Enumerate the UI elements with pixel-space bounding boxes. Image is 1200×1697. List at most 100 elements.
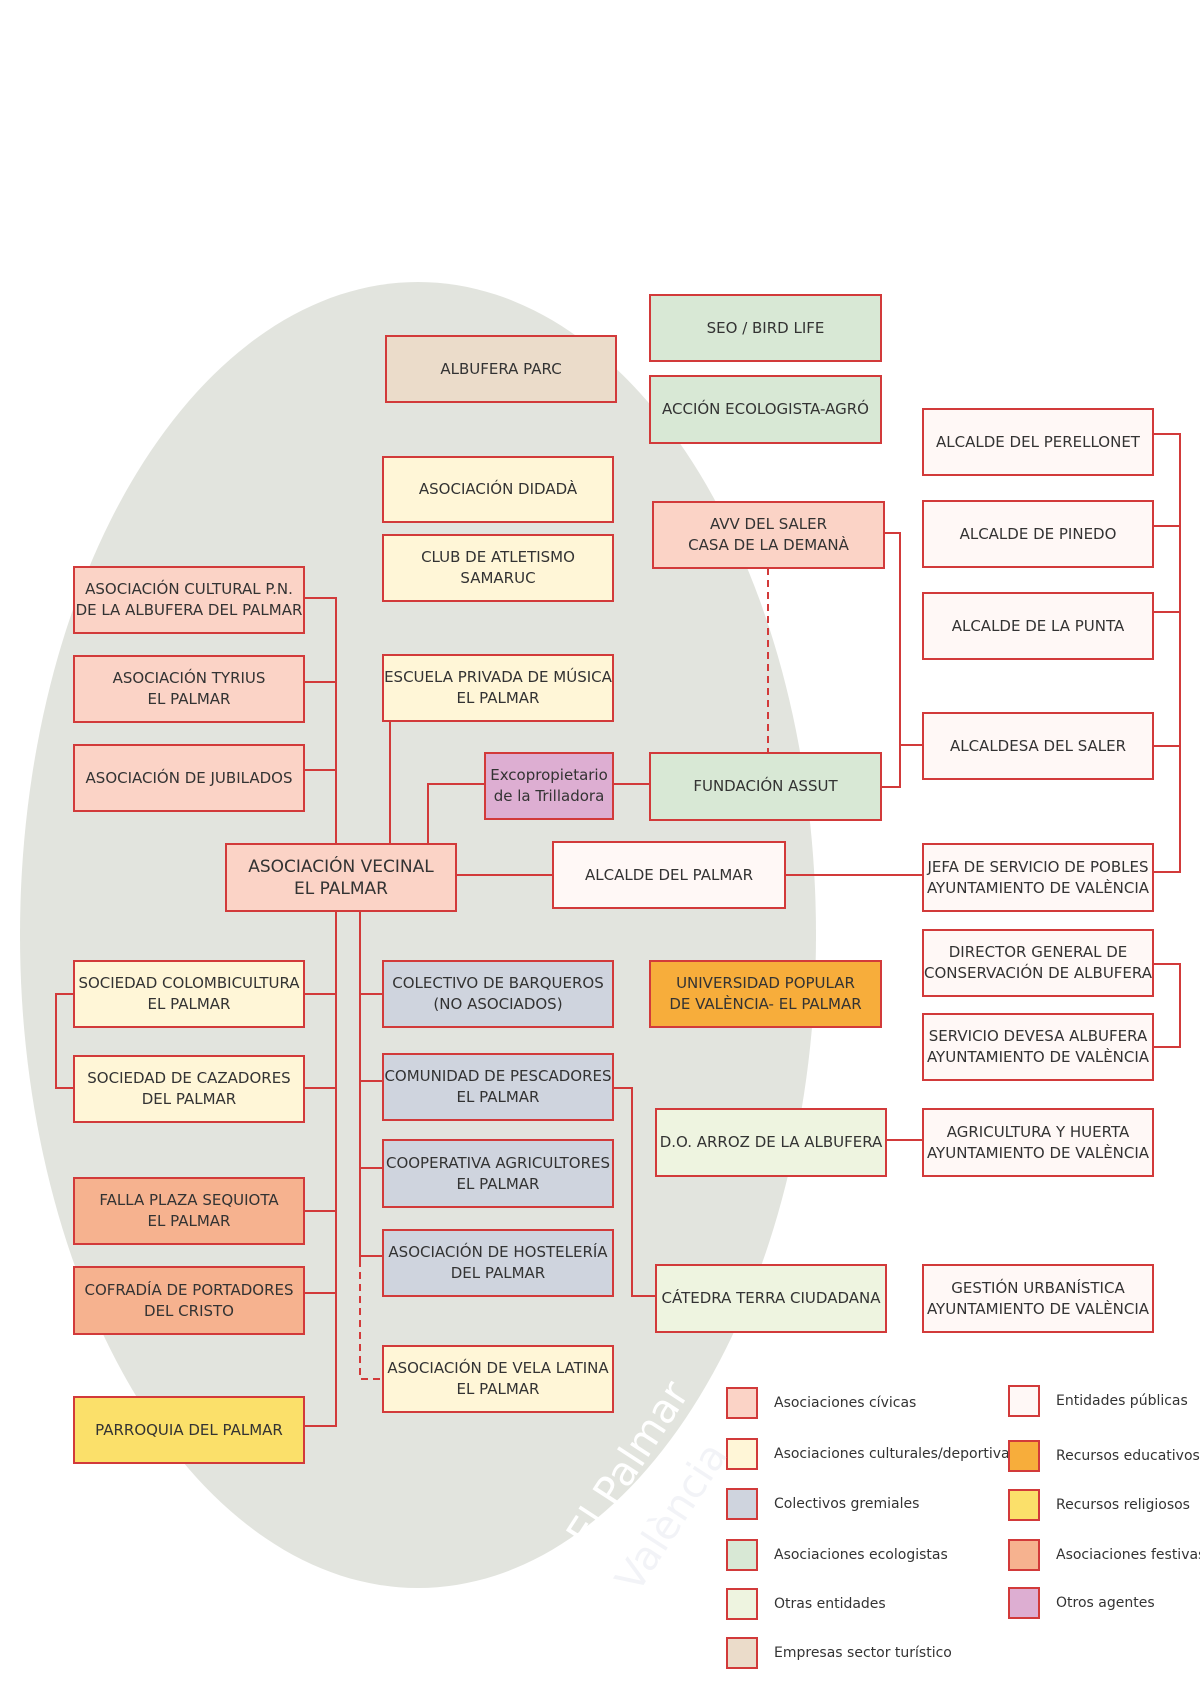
node-gestion-urbanistica: GESTIÓN URBANÍSTICA AYUNTAMIENTO DE VALÈN… <box>922 1264 1154 1333</box>
node-parroquia: PARROQUIA DEL PALMAR <box>73 1396 305 1464</box>
node-label-line: ASOCIACIÓN TYRIUS <box>112 669 266 687</box>
node-label-line: ASOCIACIÓN DE HOSTELERÍA <box>388 1243 608 1261</box>
legend-swatch <box>726 1438 758 1470</box>
connector-line <box>880 532 901 788</box>
node-label-line: AYUNTAMIENTO DE VALÈNCIA <box>926 1299 1150 1318</box>
node-alcalde-palmar: ALCALDE DEL PALMAR <box>552 841 786 909</box>
legend-item-turis: Empresas sector turístico <box>726 1635 952 1671</box>
legend-swatch <box>1008 1539 1040 1571</box>
legend-item-relig: Recursos religiosos <box>1008 1487 1190 1523</box>
node-label-line: SOCIEDAD COLOMBICULTURA <box>78 974 300 992</box>
node-alcalde-perellonet: ALCALDE DEL PERELLONET <box>922 408 1154 476</box>
node-label-line: DE VALÈNCIA- EL PALMAR <box>669 995 862 1013</box>
node-seo-bird-life: SEO / BIRD LIFE <box>649 294 882 362</box>
node-label-line: EL PALMAR <box>147 690 231 708</box>
node-label-line: SEO / BIRD LIFE <box>706 318 825 337</box>
node-excopropietario: Excopropietario de la Trilladora <box>484 752 614 820</box>
connector-line <box>303 910 337 1427</box>
legend-item-eco: Asociaciones ecologistas <box>726 1537 948 1573</box>
legend-item-gremial: Colectivos gremiales <box>726 1486 919 1522</box>
node-label-line: CASA DE LA DEMANÀ <box>688 536 849 554</box>
legend-label: Asociaciones ecologistas <box>774 1547 948 1563</box>
node-label-line: DE LA ALBUFERA DEL PALMAR <box>75 601 303 619</box>
legend-swatch <box>1008 1489 1040 1521</box>
node-cooperativa: COOPERATIVA AGRICULTORES EL PALMAR <box>382 1139 614 1208</box>
node-label-line: AVV DEL SALER <box>709 515 828 533</box>
connector-line <box>359 910 382 1260</box>
connector-line <box>614 1087 655 1297</box>
legend-label: Colectivos gremiales <box>774 1496 920 1512</box>
legend-label: Recursos religiosos <box>1056 1497 1190 1513</box>
node-label-line: COFRADÍA DE PORTADORES <box>84 1280 294 1299</box>
node-label-line: ALCALDE DEL PERELLONET <box>936 432 1140 451</box>
node-asoc-cultural-pn: ASOCIACIÓN CULTURAL P.N. DE LA ALBUFERA D… <box>73 566 305 634</box>
legend-label: Empresas sector turístico <box>774 1645 952 1661</box>
legend-swatch <box>726 1488 758 1520</box>
connector-line <box>55 993 73 1089</box>
connector-line <box>1152 433 1181 873</box>
node-label-line: (NO ASOCIADOS) <box>433 995 563 1013</box>
node-label-line: CONSERVACIÓN DE ALBUFERA <box>924 964 1152 982</box>
node-accion-ecologista: ACCIÓN ECOLOGISTA-AGRÓ <box>649 375 882 444</box>
node-label-line: UNIVERSIDAD POPULAR <box>676 974 855 992</box>
node-avv-saler: AVV DEL SALER CASA DE LA DEMANÀ <box>652 501 885 569</box>
connector-line <box>303 597 337 845</box>
dashed-line <box>359 1260 380 1380</box>
node-alcaldesa-saler: ALCALDESA DEL SALER <box>922 712 1154 780</box>
legend-item-cultural: Asociaciones culturales/deportivas <box>726 1436 1017 1472</box>
node-label-line: PARROQUIA DEL PALMAR <box>95 1420 283 1439</box>
node-label-line: ASOCIACIÓN VECINAL <box>248 856 434 877</box>
legend-swatch <box>726 1539 758 1571</box>
node-label-line: COOPERATIVA AGRICULTORES <box>385 1153 611 1172</box>
node-label-line: SERVICIO DEVESA ALBUFERA <box>928 1027 1148 1045</box>
legend-label: Asociaciones cívicas <box>774 1395 917 1411</box>
legend-label: Otros agentes <box>1056 1595 1155 1611</box>
node-label-line: de la Trilladora <box>493 787 605 805</box>
node-catedra: CÁTEDRA TERRA CIUDADANA <box>655 1264 887 1333</box>
node-label-line: AYUNTAMIENTO DE VALÈNCIA <box>926 1143 1150 1162</box>
node-fundacion-assut: FUNDACIÓN ASSUT <box>649 752 882 821</box>
node-label-line: AYUNTAMIENTO DE VALÈNCIA <box>926 878 1150 897</box>
node-label-line: GESTIÓN URBANÍSTICA <box>951 1278 1125 1297</box>
node-label-line: EL PALMAR <box>147 1212 231 1230</box>
node-label-line: EL PALMAR <box>294 878 388 899</box>
connector-lines <box>55 433 1181 1427</box>
legend-item-civica: Asociaciones cívicas <box>726 1385 916 1421</box>
node-label-line: ALCALDESA DEL SALER <box>949 736 1127 755</box>
legend-swatch <box>726 1637 758 1669</box>
node-label-line: EL PALMAR <box>456 1380 540 1398</box>
legend-swatch <box>726 1387 758 1419</box>
node-label-line: ASOCIACIÓN DE VELA LATINA <box>387 1359 609 1377</box>
node-label-line: EL PALMAR <box>456 1088 540 1106</box>
node-label-line: DIRECTOR GENERAL DE <box>948 943 1128 961</box>
connector-line <box>389 718 649 845</box>
node-label-line: ASOCIACIÓN CULTURAL P.N. <box>85 580 293 598</box>
node-label-line: FALLA PLAZA SEQUIOTA <box>99 1191 279 1209</box>
legend-label: Asociaciones culturales/deportivas <box>774 1446 1017 1462</box>
node-label-line: SOCIEDAD DE CAZADORES <box>87 1069 291 1087</box>
node-label-line: ALCALDE DE PINEDO <box>959 524 1117 543</box>
node-do-arroz: D.O. ARROZ DE LA ALBUFERA <box>655 1108 887 1177</box>
node-label-line: ESCUELA PRIVADA DE MÚSICA <box>384 668 612 686</box>
node-director-general: DIRECTOR GENERAL DE CONSERVACIÓN DE ALBUF… <box>922 929 1154 997</box>
node-label-line: ALCALDE DE LA PUNTA <box>951 616 1125 635</box>
node-label-line: ASOCIACIÓN DIDADÀ <box>418 480 578 498</box>
node-label-line: ACCIÓN ECOLOGISTA-AGRÓ <box>662 400 869 418</box>
node-label-line: Excopropietario <box>490 766 608 784</box>
node-asociacion-didada: ASOCIACIÓN DIDADÀ <box>382 456 614 523</box>
node-label-line: CÁTEDRA TERRA CIUDADANA <box>661 1289 881 1307</box>
node-label-line: EL PALMAR <box>456 1174 540 1193</box>
node-label-line: COLECTIVO DE BARQUEROS <box>392 974 604 992</box>
connector-line <box>1152 963 1181 1048</box>
node-label-line: ALCALDE DEL PALMAR <box>585 865 753 884</box>
legend-item-edu: Recursos educativos <box>1008 1438 1200 1474</box>
node-asoc-jubilados: ASOCIACIÓN DE JUBILADOS <box>73 744 305 812</box>
legend-label: Recursos educativos <box>1056 1448 1200 1464</box>
